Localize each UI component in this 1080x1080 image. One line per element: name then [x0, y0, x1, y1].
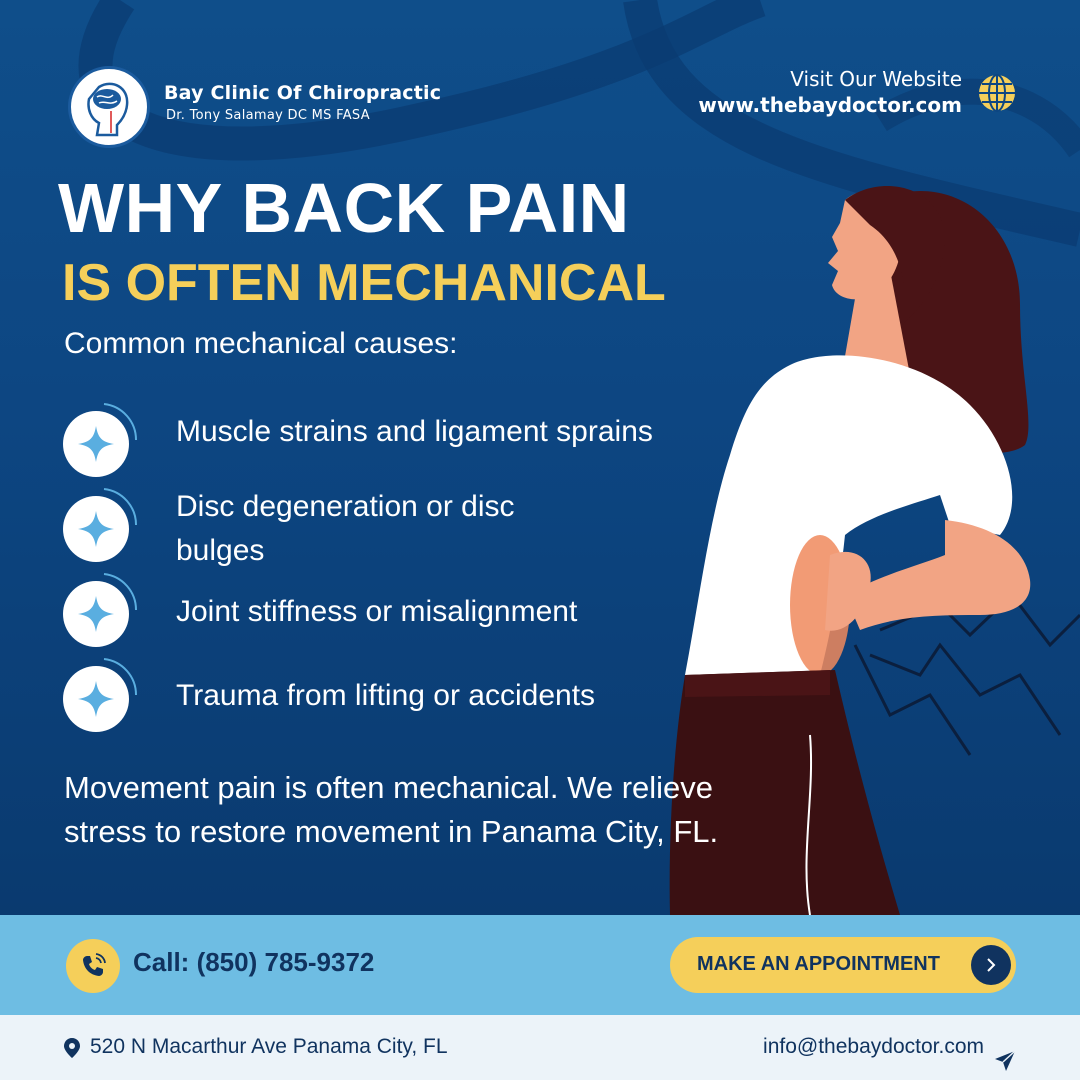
sparkle-star-icon — [63, 488, 138, 562]
email-link[interactable]: info@thebaydoctor.com — [763, 1035, 984, 1058]
cause-text: Joint stiffness or misalignment — [176, 595, 578, 628]
causes-intro: Common mechanical causes: — [64, 327, 458, 360]
headline-title: WHY BACK PAIN — [58, 169, 630, 247]
clinic-name: Bay Clinic Of Chiropractic — [164, 82, 442, 104]
clinic-address: 520 N Macarthur Ave Panama City, FL — [90, 1035, 448, 1058]
clinic-logo — [68, 66, 150, 148]
cause-text: Muscle strains and ligament sprains — [176, 415, 653, 448]
woman-back-pain-illustration — [669, 185, 1080, 915]
phone-icon — [83, 953, 106, 976]
cause-text: Trauma from lifting or accidents — [176, 679, 596, 712]
brain-profile-logo-icon — [87, 82, 129, 137]
phone-button[interactable] — [66, 939, 120, 993]
closing-paragraph: Movement pain is often mechanical. We re… — [64, 770, 719, 849]
chevron-right-icon — [971, 945, 1011, 985]
sparkle-star-icon — [63, 573, 138, 647]
contact-footer: 520 N Macarthur Ave Panama City, FL info… — [0, 1015, 1080, 1080]
sparkle-star-icon — [63, 403, 138, 477]
visit-website-label: Visit Our Website — [790, 67, 962, 91]
call-phone-number[interactable]: Call: (850) 785-9372 — [133, 947, 375, 977]
website-link[interactable]: www.thebaydoctor.com — [698, 93, 962, 117]
paper-plane-icon — [995, 1050, 1016, 1071]
make-appointment-label: MAKE AN APPOINTMENT — [697, 953, 940, 975]
globe-icon — [979, 74, 1015, 112]
doctor-name: Dr. Tony Salamay DC MS FASA — [166, 108, 370, 123]
sparkle-star-icon — [63, 658, 138, 732]
cause-text-continued: bulges — [176, 534, 265, 567]
headline-subtitle: IS OFTEN MECHANICAL — [62, 254, 666, 312]
make-appointment-button[interactable]: MAKE AN APPOINTMENT — [670, 937, 1016, 993]
cta-bar: Call: (850) 785-9372 MAKE AN APPOINTMENT — [0, 915, 1080, 1015]
cause-text: Disc degeneration or disc — [176, 490, 515, 523]
map-pin-icon — [64, 1038, 80, 1058]
main-panel: Bay Clinic Of Chiropractic Dr. Tony Sala… — [0, 0, 1080, 915]
